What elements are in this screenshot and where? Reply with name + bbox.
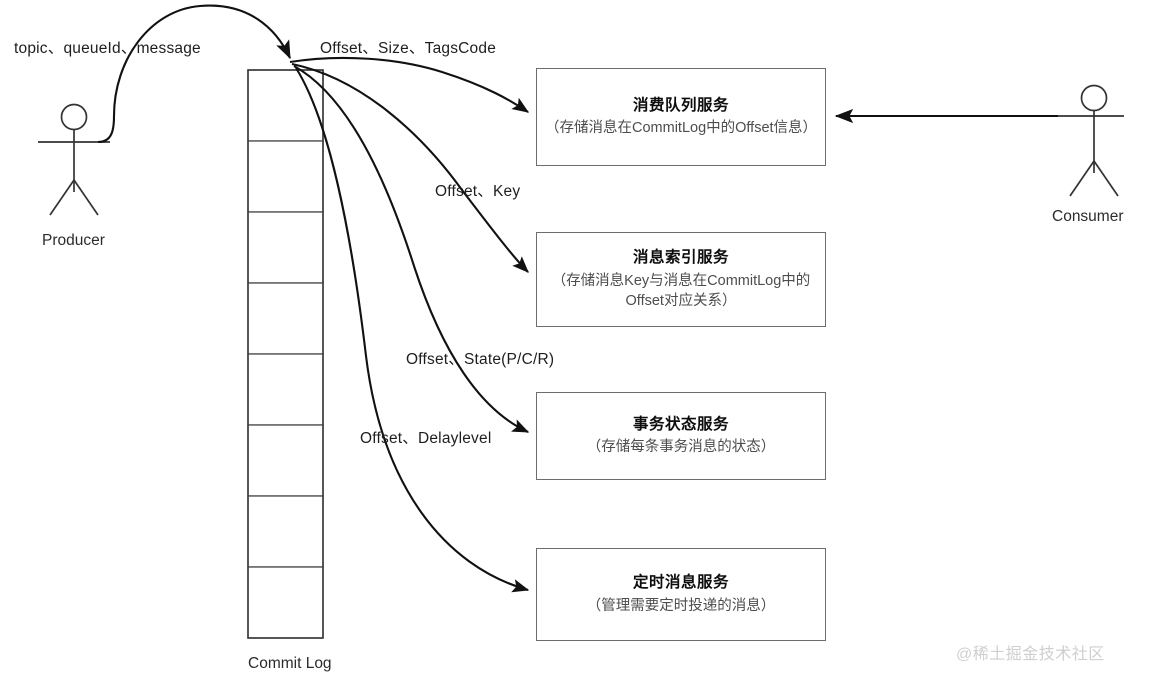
commit-log-cell [247, 282, 324, 355]
producer-leg-right [73, 179, 99, 216]
actor-label-producer: Producer [42, 232, 105, 249]
service-subtitle: （管理需要定时投递的消息） [586, 597, 776, 614]
service-title: 消息索引服务 [632, 249, 729, 267]
service-subtitle: （存储消息在CommitLog中的Offset信息） [545, 120, 818, 137]
edge-label-producer-to-commitlog: topic、queueId、message [14, 40, 201, 57]
commit-log-cell [247, 211, 324, 284]
service-subtitle: （存储每条事务消息的状态） [586, 439, 776, 456]
producer-leg-left [49, 179, 75, 216]
producer-head-icon [60, 103, 88, 131]
edge-label-to-transaction-state: Offset、State(P/C/R) [406, 351, 555, 368]
actor-label-consumer: Consumer [1052, 208, 1124, 225]
service-box-message-index-service[interactable]: 消息索引服务 （存储消息Key与消息在CommitLog中的Offset对应关系… [536, 232, 826, 327]
consumer-figure [1058, 84, 1124, 197]
edge-commitlog-to-message-index [291, 62, 529, 273]
commit-log-cell [247, 140, 324, 213]
service-title: 消费队列服务 [632, 96, 729, 114]
edge-commitlog-to-transaction-state [293, 65, 530, 433]
edge-producer-to-commitlog [97, 4, 291, 144]
consumer-leg-right [1093, 160, 1119, 197]
service-box-scheduled-message-service[interactable]: 定时消息服务 （管理需要定时投递的消息） [536, 548, 826, 641]
service-title: 事务状态服务 [632, 415, 729, 433]
edge-label-to-consume-queue: Offset、Size、TagsCode [320, 40, 497, 57]
service-title: 定时消息服务 [632, 574, 729, 592]
commit-log-label: Commit Log [248, 655, 332, 672]
edge-label-to-scheduled-message: Offset、Delaylevel [360, 430, 492, 447]
service-box-transaction-state-service[interactable]: 事务状态服务 （存储每条事务消息的状态） [536, 392, 826, 480]
service-box-consume-queue-service[interactable]: 消费队列服务 （存储消息在CommitLog中的Offset信息） [536, 68, 826, 166]
watermark: @稀土掘金技术社区 [956, 646, 1105, 663]
commit-log-cell [247, 69, 324, 142]
service-subtitle: （存储消息Key与消息在CommitLog中的Offset对应关系） [551, 272, 811, 309]
consumer-leg-left [1069, 160, 1095, 197]
commit-log-cell [247, 495, 324, 568]
commit-log-cell [247, 353, 324, 426]
edge-commitlog-to-scheduled-message [295, 67, 530, 593]
commit-log-outline [247, 69, 324, 639]
commit-log-cell [247, 566, 324, 639]
producer-figure [38, 103, 110, 216]
edge-commitlog-to-consume-queue [289, 56, 530, 113]
commit-log-column [247, 69, 324, 639]
consumer-head-icon [1080, 84, 1108, 112]
edge-label-to-message-index: Offset、Key [435, 183, 521, 200]
commit-log-cell [247, 424, 324, 497]
